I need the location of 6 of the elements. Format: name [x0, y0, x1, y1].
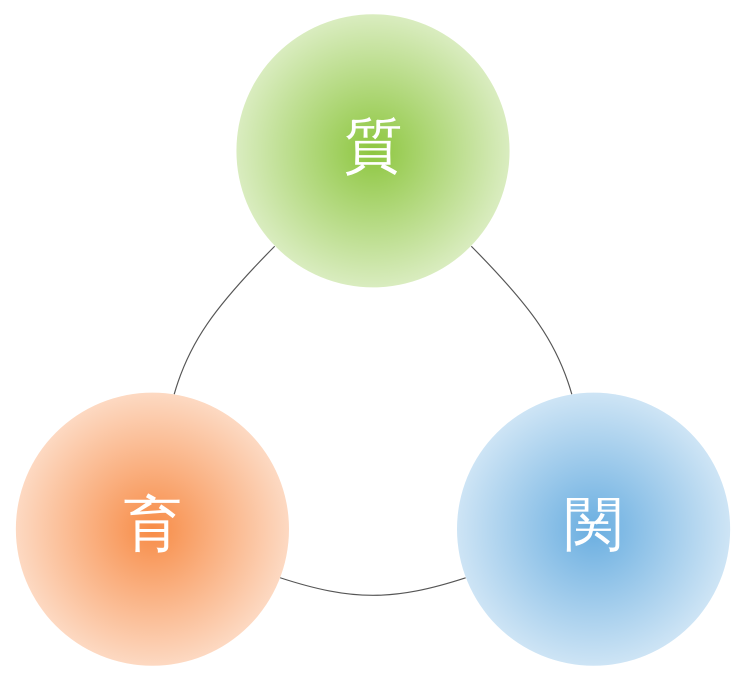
node-circle: 育 [15, 392, 288, 666]
connector [470, 246, 572, 394]
connector [279, 577, 466, 596]
node-circle: 関 [456, 392, 730, 666]
connector [173, 246, 275, 394]
node-circle: 質 [236, 14, 510, 288]
